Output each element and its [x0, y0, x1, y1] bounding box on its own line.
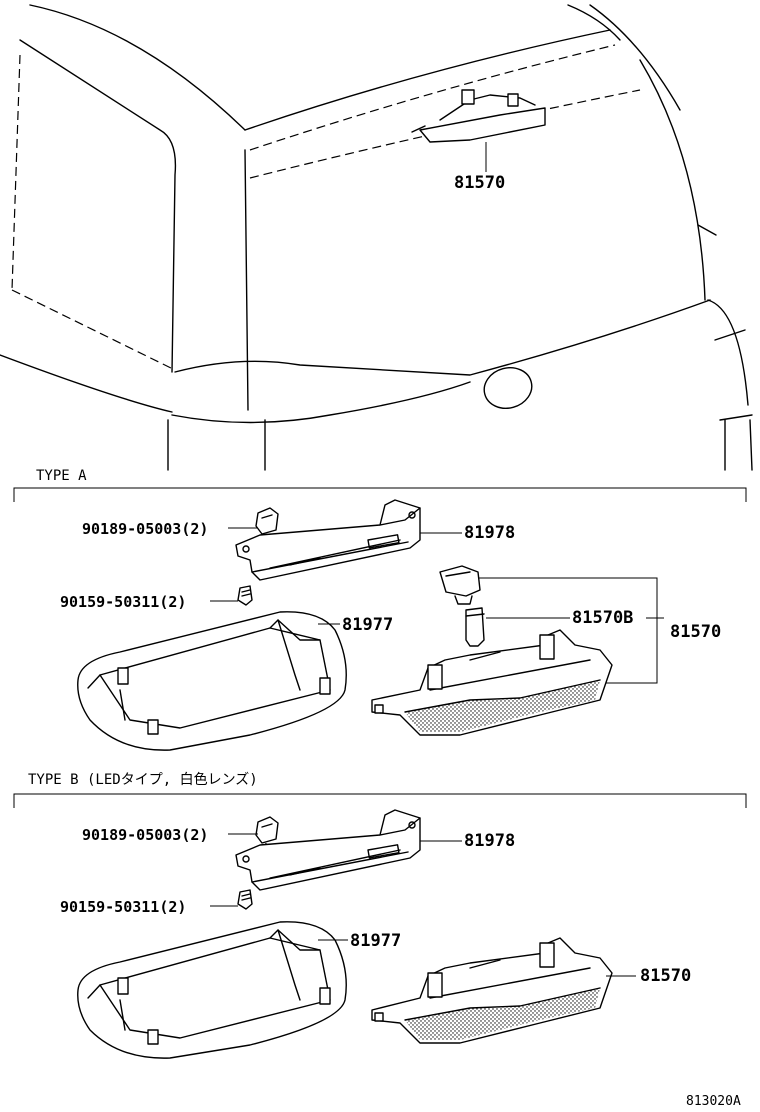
figure-code: 813020A — [686, 1094, 741, 1109]
type-b-part-number-81977[interactable]: 81977 — [350, 931, 402, 951]
vehicle-part-number-81570[interactable]: 81570 — [454, 173, 506, 193]
type-a-part-number-81570[interactable]: 81570 — [670, 622, 722, 642]
type-b-header: TYPE B (LEDタイプ, 白色レンズ) — [28, 772, 258, 788]
type-a-part-number-81977[interactable]: 81977 — [342, 615, 394, 635]
type-a-cover-drawing — [77, 611, 347, 751]
type-a-frame — [13, 487, 747, 502]
type-b-clip-drawing — [255, 816, 279, 844]
type-a-part-number-81570b[interactable]: 81570B — [572, 608, 634, 628]
type-a-part-number-90159-50311[interactable]: 90159-50311(2) — [60, 593, 187, 611]
type-b-bracket-drawing — [235, 809, 421, 891]
type-b-part-number-81570[interactable]: 81570 — [640, 966, 692, 986]
type-b-screw-drawing — [237, 889, 253, 910]
type-a-lamp-drawing — [371, 629, 613, 736]
vehicle-rear-outline — [0, 4, 753, 471]
type-b-cover-drawing — [77, 921, 347, 1059]
type-a-screw-drawing — [237, 585, 253, 606]
type-b-frame — [13, 793, 747, 808]
type-a-clip-drawing — [255, 507, 279, 535]
type-a-bulb-drawing — [465, 607, 485, 647]
type-b-part-number-90159-50311[interactable]: 90159-50311(2) — [60, 898, 187, 916]
type-a-part-number-81978[interactable]: 81978 — [464, 523, 516, 543]
type-a-part-number-90189-05003[interactable]: 90189-05003(2) — [82, 520, 209, 538]
type-b-part-number-90189-05003[interactable]: 90189-05003(2) — [82, 826, 209, 844]
type-a-bracket-drawing — [235, 499, 421, 581]
type-b-lamp-drawing — [371, 937, 613, 1044]
type-b-part-number-81978[interactable]: 81978 — [464, 831, 516, 851]
type-a-socket-drawing — [439, 565, 481, 605]
type-a-header: TYPE A — [36, 468, 87, 484]
